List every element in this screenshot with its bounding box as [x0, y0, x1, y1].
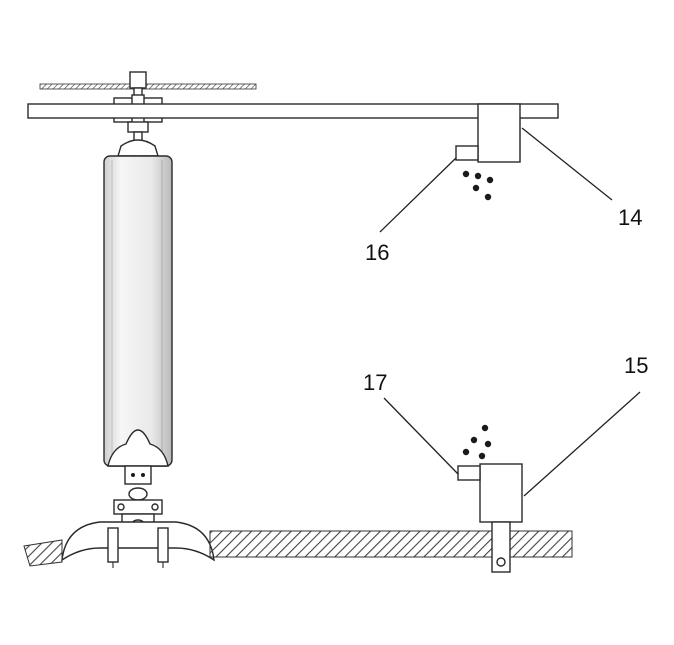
- label-15: 15: [624, 353, 648, 378]
- arrester-body: [103, 131, 173, 467]
- upper-device-14: [455, 103, 521, 163]
- label-16: 16: [365, 240, 389, 265]
- leader-14: [521, 127, 613, 201]
- label-17: 17: [363, 370, 387, 395]
- lower-insulator-cap: [107, 429, 169, 501]
- leader-15: [523, 391, 641, 497]
- leader-17: [383, 397, 459, 475]
- upper-particles: [462, 170, 494, 201]
- lower-particles: [462, 424, 492, 460]
- conductor-clamp: [61, 521, 215, 568]
- bottom-conductor: [23, 530, 573, 567]
- top-ground-wire: [39, 83, 257, 90]
- lower-device-15: [457, 463, 523, 573]
- top-clamp: [113, 71, 163, 133]
- leader-16: [379, 157, 457, 233]
- label-14: 14: [618, 205, 642, 230]
- cross-arm-bar: [27, 103, 559, 119]
